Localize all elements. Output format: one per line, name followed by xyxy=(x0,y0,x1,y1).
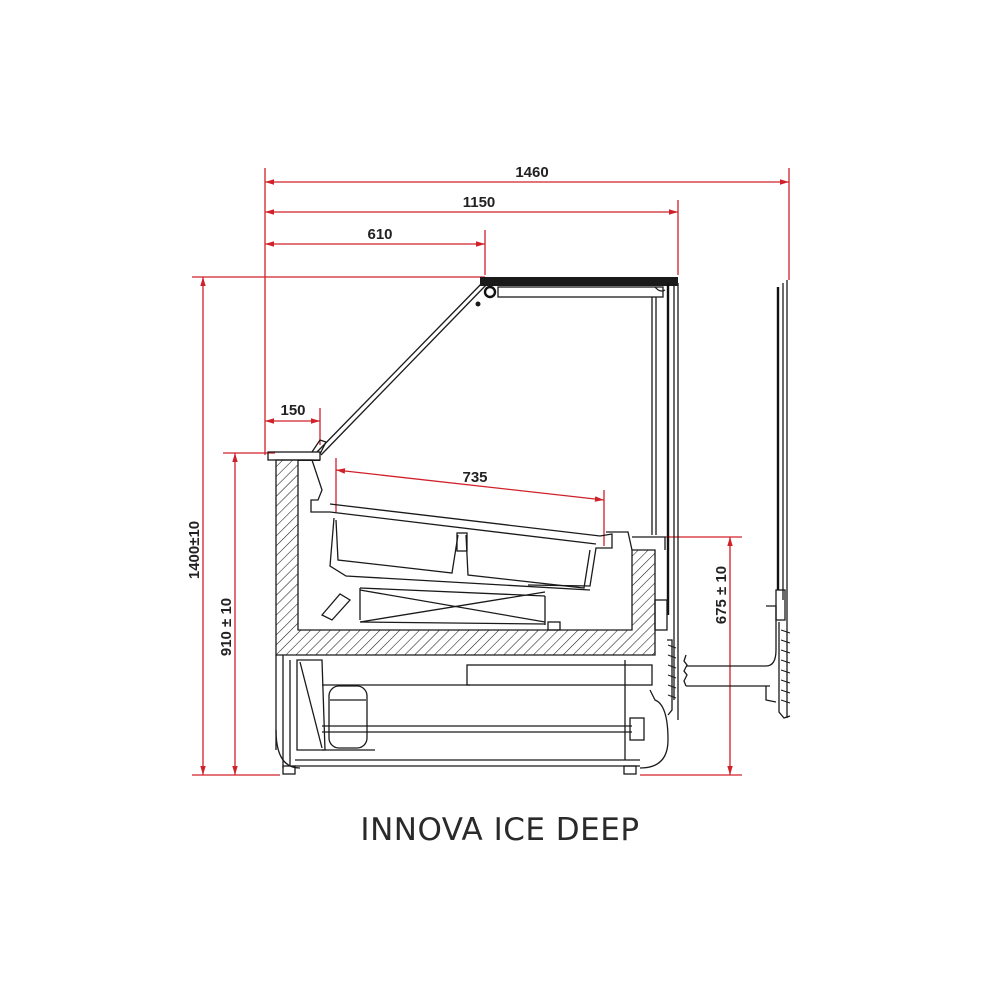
cabinet-section xyxy=(267,277,770,775)
dim-counter-height: 910 ± 10 xyxy=(218,598,235,656)
dim-overall-depth: 1460 xyxy=(515,164,548,181)
dim-glass-top-depth: 610 xyxy=(367,226,392,243)
dim-cabinet-depth: 1150 xyxy=(463,194,496,211)
dim-tray-length: 735 xyxy=(462,469,487,486)
product-title: INNOVA ICE DEEP xyxy=(360,812,640,848)
dimension-lines xyxy=(192,168,790,776)
dim-overall-height: 1400±10 xyxy=(186,521,203,579)
dim-rear-shelf-height: 675 ± 10 xyxy=(713,566,730,624)
front-glass xyxy=(316,279,486,453)
rear-panel xyxy=(765,280,791,719)
dim-front-ledge: 150 xyxy=(280,402,305,419)
